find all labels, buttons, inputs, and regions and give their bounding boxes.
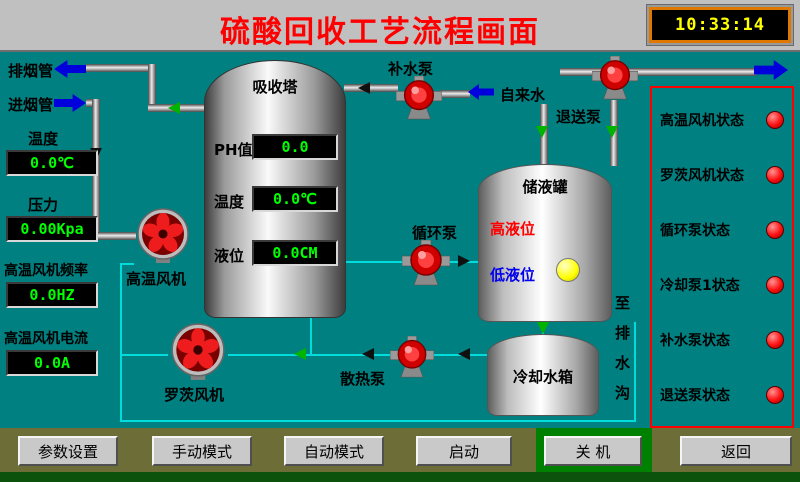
- status-row: 冷却泵1状态: [660, 275, 784, 295]
- pipe-exhaust-riser: [148, 64, 156, 110]
- status-row: 高温风机状态: [660, 110, 784, 130]
- pipe-exhaust-top: [86, 64, 156, 72]
- fan-frequency-readout: 0.0HZ: [6, 282, 98, 308]
- heat-pump-icon[interactable]: [389, 335, 435, 382]
- button-bar: [0, 428, 800, 472]
- low-level-label: 低液位: [490, 266, 536, 284]
- inlet-pipe-label: 进烟管: [8, 96, 54, 114]
- status-panel: 高温风机状态 罗茨风机状态 循环泵状态 冷却泵1状态 补水泵状态 退送泵状态: [650, 86, 794, 428]
- exhaust-pipe-label: 排烟管: [8, 62, 54, 80]
- line-rootsfan-left: [120, 354, 168, 356]
- pipe-tap-to-tank: [540, 104, 548, 166]
- level-indicator: [556, 258, 580, 282]
- storage-tank: [478, 164, 612, 322]
- flow-arrow-icon: [362, 348, 374, 360]
- exhaust-arrow-icon: [54, 60, 86, 78]
- tower-temperature-label: 温度: [214, 193, 245, 211]
- fan-current-readout: 0.0A: [6, 350, 98, 376]
- title-bar: 硫酸回收工艺流程画面 10:33:14: [0, 0, 800, 52]
- status-label-circulation-pump: 循环泵状态: [660, 222, 730, 239]
- pipe-feedpump-to-tap: [440, 90, 470, 98]
- page-title: 硫酸回收工艺流程画面: [220, 15, 540, 50]
- flow-arrow-icon: [458, 348, 470, 360]
- tower-ph-label: PH值: [214, 141, 253, 159]
- back-button[interactable]: 返回: [680, 436, 792, 466]
- tower-level-label: 液位: [214, 247, 245, 265]
- status-led-icon: [766, 330, 784, 349]
- status-row: 补水泵状态: [660, 330, 784, 350]
- status-led-icon: [766, 165, 784, 184]
- drain-label: 至排水沟: [614, 294, 630, 402]
- line-tower-to-circpump: [346, 261, 402, 263]
- status-label-roots-fan: 罗茨风机状态: [660, 167, 744, 184]
- circulation-pump-icon[interactable]: [401, 239, 451, 290]
- absorption-tower-title: 吸收塔: [252, 78, 298, 96]
- bottom-strip: [0, 472, 800, 482]
- fan-frequency-label: 高温风机频率: [4, 263, 88, 279]
- line-rootsfan-to-heatpump: [228, 354, 390, 356]
- high-temp-fan-label: 高温风机: [126, 270, 187, 288]
- line-tower-bottom: [310, 318, 312, 356]
- status-led-icon: [766, 110, 784, 129]
- roots-fan-icon[interactable]: [168, 323, 228, 385]
- clock: 10:33:14: [649, 7, 791, 43]
- feed-pump-label: 补水泵: [388, 60, 434, 78]
- manual-mode-button[interactable]: 手动模式: [152, 436, 252, 466]
- storage-tank-title: 储液罐: [522, 178, 568, 196]
- pressure-readout: 0.00Kpa: [6, 216, 98, 242]
- status-row: 退送泵状态: [660, 385, 784, 405]
- temperature-label: 温度: [28, 130, 59, 148]
- start-button[interactable]: 启动: [416, 436, 512, 466]
- tap-water-arrow-icon: [468, 84, 494, 100]
- status-led-icon: [766, 385, 784, 404]
- feed-pump-icon[interactable]: [395, 75, 443, 124]
- clock-bezel: 10:33:14: [646, 4, 794, 46]
- tap-water-label: 自来水: [500, 86, 546, 104]
- pipe-tower-to-feedpump: [344, 84, 398, 92]
- line-fan-branch: [120, 263, 134, 265]
- cooling-water-tank-title: 冷却水箱: [512, 368, 573, 386]
- high-temp-fan-icon[interactable]: [134, 208, 192, 268]
- shutdown-button[interactable]: 关 机: [544, 436, 642, 466]
- heat-pump-label: 散热泵: [340, 370, 386, 388]
- status-label-high-temp-fan: 高温风机状态: [660, 112, 744, 129]
- return-pump-icon[interactable]: [591, 55, 639, 104]
- tower-temperature-readout: 0.0℃: [252, 186, 338, 212]
- parameter-settings-button[interactable]: 参数设置: [18, 436, 118, 466]
- auto-mode-button[interactable]: 自动模式: [284, 436, 384, 466]
- cooling-water-tank: [487, 334, 599, 416]
- line-to-drain: [634, 322, 636, 422]
- line-left-drop: [120, 263, 122, 422]
- fan-current-label: 高温风机电流: [4, 331, 88, 347]
- flow-arrow-icon: [294, 348, 306, 360]
- high-level-label: 高液位: [490, 220, 536, 238]
- temperature-readout: 0.0℃: [6, 150, 98, 176]
- outlet-arrow-icon: [754, 60, 788, 80]
- roots-fan-label: 罗茨风机: [164, 386, 225, 404]
- status-label-return-pump: 退送泵状态: [660, 387, 730, 404]
- pipe-return-out: [560, 68, 756, 76]
- inlet-arrow-icon: [54, 94, 86, 112]
- status-label-feed-pump: 补水泵状态: [660, 332, 730, 349]
- line-bottom-run: [120, 420, 636, 422]
- pipe-inlet-to-fan: [92, 232, 136, 240]
- status-led-icon: [766, 275, 784, 294]
- tower-level-readout: 0.0CM: [252, 240, 338, 266]
- status-label-cooling-pump1: 冷却泵1状态: [660, 277, 740, 294]
- circulation-pump-label: 循环泵: [412, 224, 458, 242]
- status-led-icon: [766, 220, 784, 239]
- status-row: 循环泵状态: [660, 220, 784, 240]
- pressure-label: 压力: [28, 196, 59, 214]
- flow-arrow-icon: [537, 322, 549, 334]
- flow-arrow-icon: [458, 255, 470, 267]
- tower-ph-readout: 0.0: [252, 134, 338, 160]
- return-pump-label: 退送泵: [556, 108, 602, 126]
- status-row: 罗茨风机状态: [660, 165, 784, 185]
